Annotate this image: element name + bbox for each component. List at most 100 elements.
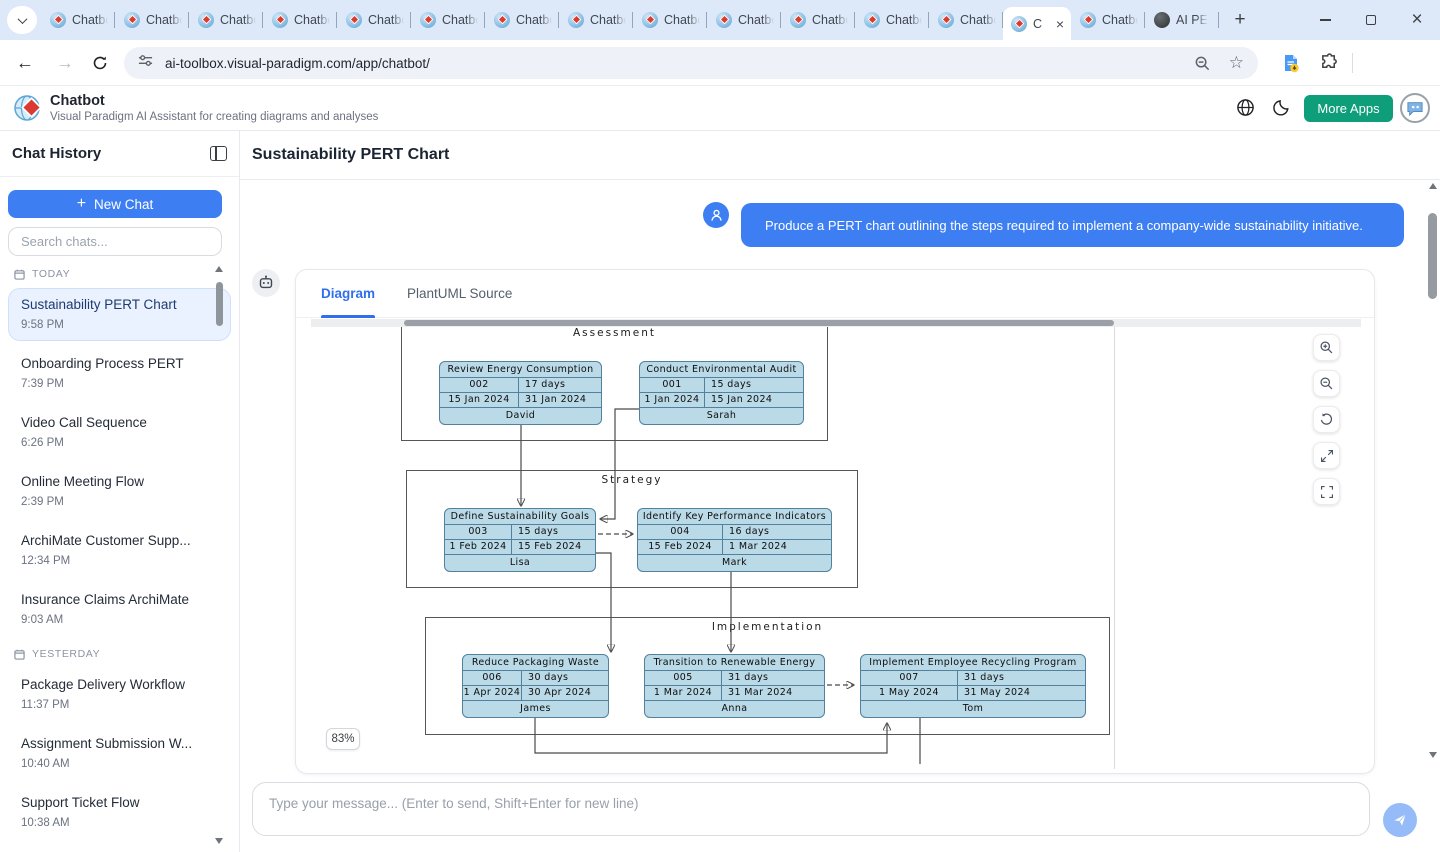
browser-tab[interactable]: Chatbot <box>337 0 411 40</box>
scrollbar-thumb[interactable] <box>404 320 1114 326</box>
task-title: Implement Employee Recycling Program <box>861 655 1085 671</box>
browser-tab[interactable]: Chatbot <box>707 0 781 40</box>
back-icon[interactable]: ← <box>16 52 34 72</box>
sidebar-scroll-up-icon[interactable] <box>215 266 223 272</box>
tab-separator <box>558 12 559 28</box>
browser-tab[interactable]: Chatbot <box>855 0 929 40</box>
message-input[interactable] <box>253 783 1369 835</box>
task-start-date: 1 Apr 2024 <box>463 686 521 701</box>
task-id: 005 <box>645 671 721 686</box>
tab-label: Chatbot <box>146 13 182 27</box>
diagram-horizontal-scrollbar[interactable] <box>311 319 1361 327</box>
diagram-viewport[interactable]: Assessment Strategy Implementation <box>311 319 1361 769</box>
site-info-icon[interactable] <box>138 53 153 73</box>
tab-diagram[interactable]: Diagram <box>321 270 376 318</box>
pert-group-box: Strategy <box>406 470 858 588</box>
new-chat-button[interactable]: + New Chat <box>8 190 222 218</box>
tab-close-icon[interactable]: × <box>1055 15 1064 32</box>
more-apps-button[interactable]: More Apps <box>1304 95 1393 122</box>
download-file-icon[interactable] <box>1278 40 1304 86</box>
task-owner: Anna <box>721 703 748 714</box>
task-grid: 005 31 days 1 Mar 2024 31 Mar 2024 <box>645 671 824 701</box>
extensions-puzzle-icon[interactable] <box>1316 40 1342 86</box>
chat-list-today: Sustainability PERT Chart 9:58 PM Onboar… <box>0 288 239 636</box>
browser-tab[interactable]: Chatbot <box>929 0 1003 40</box>
fullscreen-button[interactable] <box>1313 478 1340 505</box>
browser-tab[interactable]: Chatbot <box>115 0 189 40</box>
chat-history-item[interactable]: Video Call Sequence 6:26 PM <box>8 406 231 459</box>
browser-tab-active[interactable]: C × <box>1003 7 1071 40</box>
task-end-date: 31 Jan 2024 <box>518 393 601 408</box>
app-title: Chatbot <box>50 93 105 109</box>
task-id: 003 <box>445 525 511 540</box>
chat-history-item[interactable]: Assignment Submission W... 10:40 AM <box>8 727 231 780</box>
chat-title: Online Meeting Flow <box>21 474 145 489</box>
chat-history-item[interactable]: Sustainability PERT Chart 9:58 PM <box>8 288 231 341</box>
browser-tab[interactable]: Chatbot <box>633 0 707 40</box>
reset-view-button[interactable] <box>1313 406 1340 433</box>
tab-search-chevron-icon[interactable] <box>7 6 37 34</box>
close-button[interactable]: × <box>1411 9 1423 30</box>
visual-paradigm-favicon-icon <box>790 12 806 28</box>
user-avatar-icon <box>703 202 729 228</box>
chat-history-item[interactable]: Online Meeting Flow 2:39 PM <box>8 465 231 518</box>
dark-mode-moon-icon[interactable] <box>1273 97 1292 121</box>
task-start-date: 1 Feb 2024 <box>445 540 511 555</box>
chat-scrollbar-thumb[interactable] <box>1428 213 1437 299</box>
url-text[interactable]: ai-toolbox.visual-paradigm.com/app/chatb… <box>165 55 430 71</box>
chat-scroll-up-icon[interactable] <box>1429 183 1437 189</box>
fit-to-screen-button[interactable] <box>1313 442 1340 469</box>
task-start-date: 15 Jan 2024 <box>440 393 518 408</box>
chat-history-item[interactable]: ArchiMate Customer Supp... 12:34 PM <box>8 524 231 577</box>
chat-history-item[interactable]: Insurance Claims ArchiMate 9:03 AM <box>8 583 231 636</box>
browser-tab[interactable]: Chatbot <box>1071 0 1145 40</box>
search-chats-input[interactable] <box>8 227 222 256</box>
chat-history-item[interactable]: Support Ticket Flow 10:38 AM <box>8 786 231 839</box>
new-tab-button[interactable]: + <box>1234 9 1246 30</box>
minimize-button[interactable] <box>1302 0 1348 40</box>
task-start-date: 1 Jan 2024 <box>640 393 704 408</box>
browser-tab-ai[interactable]: AI PE <box>1145 0 1219 40</box>
browser-tab[interactable]: Chatbot <box>263 0 337 40</box>
task-title: Define Sustainability Goals <box>445 509 595 525</box>
browser-tab[interactable]: Chatbot <box>485 0 559 40</box>
chatbot-bubble-icon[interactable] <box>1400 93 1430 123</box>
sidebar-scroll-down-icon[interactable] <box>215 838 223 844</box>
tab-label: Chatbot <box>294 13 330 27</box>
visual-paradigm-favicon-icon <box>568 12 584 28</box>
send-button[interactable] <box>1383 803 1417 837</box>
restore-button[interactable] <box>1348 0 1394 40</box>
visual-paradigm-favicon-icon <box>420 12 436 28</box>
tab-plantuml-source[interactable]: PlantUML Source <box>407 286 513 301</box>
chat-history-item[interactable]: Package Delivery Workflow 11:37 PM <box>8 668 231 721</box>
address-bar[interactable]: ai-toolbox.visual-paradigm.com/app/chatb… <box>124 47 1258 79</box>
pert-task-box: Transition to Renewable Energy 005 31 da… <box>644 654 825 718</box>
browser-tab[interactable]: Chatbot <box>559 0 633 40</box>
browser-tab[interactable]: Chatbot <box>411 0 485 40</box>
window-controls: × <box>1302 0 1440 40</box>
language-globe-icon[interactable] <box>1236 98 1255 122</box>
ai-site-favicon-icon <box>1154 12 1170 28</box>
bookmark-star-icon[interactable]: ☆ <box>1228 53 1244 72</box>
browser-tab[interactable]: Chatbot <box>41 0 115 40</box>
zoom-out-page-icon[interactable] <box>1194 55 1211 72</box>
chat-history-item[interactable]: Onboarding Process PERT 7:39 PM <box>8 347 231 400</box>
tab-label: Chatbot <box>664 13 700 27</box>
sidebar-scrollbar-thumb[interactable] <box>216 282 223 326</box>
reload-icon[interactable] <box>88 40 112 86</box>
pert-edges <box>311 408 921 764</box>
message-input-wrapper <box>252 782 1370 836</box>
pert-group-box: Implementation <box>425 617 1110 735</box>
chat-history-item[interactable]: Drive-Through Ordering Pr... <box>8 845 231 852</box>
zoom-in-button[interactable] <box>1313 334 1340 361</box>
chat-scroll-down-icon[interactable] <box>1429 752 1437 758</box>
collapse-sidebar-icon[interactable] <box>210 146 227 161</box>
browser-tab[interactable]: Chatbot <box>189 0 263 40</box>
browser-tab[interactable]: Chatbot <box>781 0 855 40</box>
pert-task-box: Define Sustainability Goals 003 15 days … <box>444 508 596 572</box>
task-duration: 30 days <box>521 671 608 686</box>
pert-task-box: Identify Key Performance Indicators 004 … <box>637 508 832 572</box>
visual-paradigm-favicon-icon <box>50 12 66 28</box>
zoom-out-button[interactable] <box>1313 370 1340 397</box>
forward-icon[interactable]: → <box>56 52 74 72</box>
